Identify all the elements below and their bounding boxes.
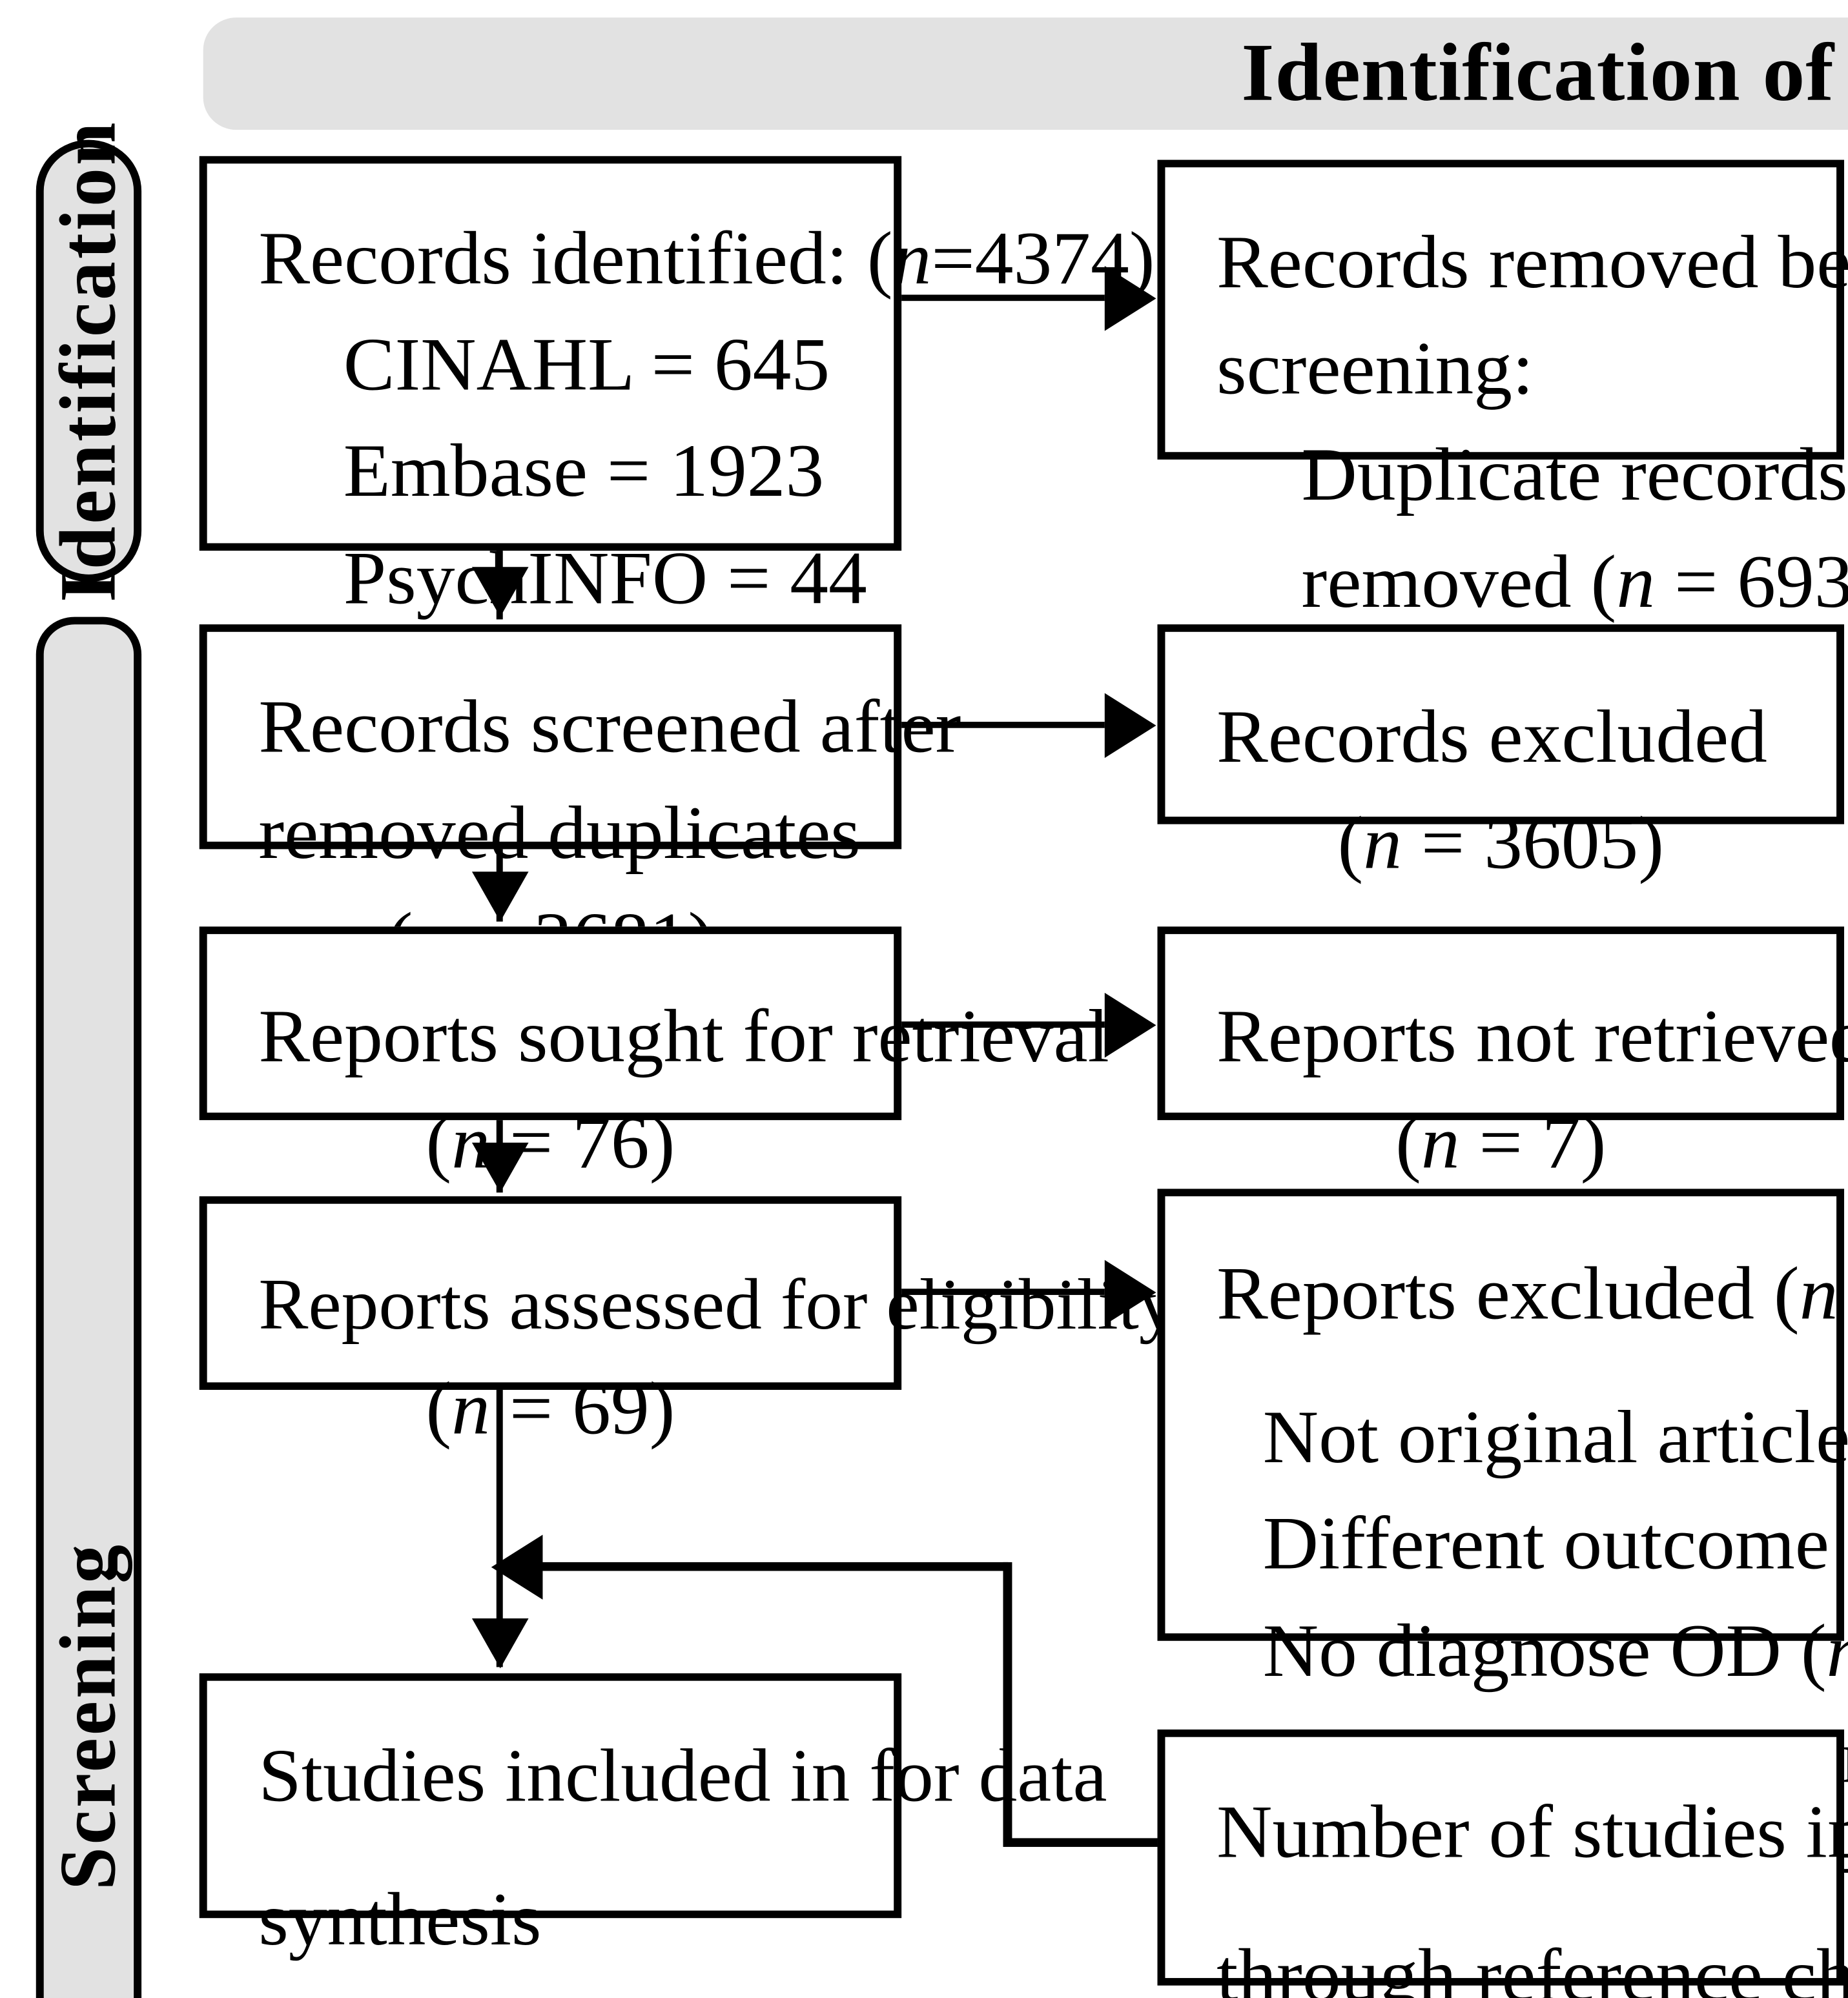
reports-excluded-heading: Reports excluded (n = 61):	[1217, 1252, 1838, 1335]
node-records-excluded: Records excluded (n = 3605)	[1157, 624, 1845, 884]
records-removed-line: Records removed before	[1217, 221, 1848, 304]
node-records-removed-before-screening: Records removed before screening: Duplic…	[1157, 159, 1848, 622]
reports-excluded-reason: Different outcome (n = 23)	[1262, 1502, 1848, 1585]
connector-assessed-to-included	[496, 1389, 503, 1667]
reports-assessed-line: Reports assessed for eligibility	[258, 1263, 1176, 1345]
node-records-screened: Records screened after removed duplicate…	[199, 624, 961, 981]
records-removed-count: removed (n = 693)	[1301, 540, 1848, 623]
arrow-screened-to-sought	[471, 872, 529, 922]
records-identified-source: PsychINFO = 44	[343, 536, 867, 619]
arrow-screened-to-excluded	[1104, 693, 1156, 759]
records-identified-heading: Records identified: (n=4374)	[258, 217, 1155, 300]
node-reports-excluded-detail: Reports excluded (n = 61): Not original …	[1157, 1188, 1848, 1904]
arrow-sought-to-assessed	[471, 1142, 529, 1193]
records-screened-line: removed duplicates	[258, 791, 861, 875]
node-reports-assessed-for-eligibility: Reports assessed for eligibility (n = 69…	[199, 1196, 1176, 1451]
phase-tab-identification: Identification	[36, 119, 142, 602]
connector-refcheck-horizontal-lower	[1003, 1838, 1160, 1847]
reports-sought-count: (n = 76)	[426, 1101, 675, 1185]
reports-excluded-reason: Not original article (n = 17)	[1262, 1396, 1848, 1479]
records-excluded-line: Records excluded	[1217, 695, 1767, 779]
connector-assessed-to-excluded	[901, 1289, 1105, 1295]
arrow-identified-to-removed	[1104, 266, 1156, 331]
studies-included-line: Studies included in for data	[258, 1734, 1107, 1817]
phase-tab-screening: Screening	[36, 617, 142, 1998]
connector-refcheck-vertical	[1003, 1562, 1012, 1844]
studies-included-line: synthesis	[258, 1878, 542, 1961]
connector-refcheck-horizontal-upper	[540, 1562, 1009, 1571]
reports-sought-line: Reports sought for retrieval	[258, 995, 1109, 1078]
node-reports-sought-for-retrieval: Reports sought for retrieval (n = 76)	[199, 926, 1109, 1184]
records-identified-source: CINAHL = 645	[343, 323, 830, 407]
banner-identification-via-databases: Identification of studies via databases	[203, 17, 1848, 130]
reference-check-line: through reference check:	[1217, 1934, 1848, 1998]
arrow-assessed-to-included	[471, 1618, 529, 1669]
connector-identified-to-removed	[901, 294, 1105, 301]
arrow-identified-to-screened	[471, 567, 529, 617]
reports-excluded-reason: No diagnose OD (n = 11)	[1262, 1609, 1848, 1692]
banner-title: Identification of studies via databases	[1241, 27, 1848, 119]
records-removed-line: Duplicate records	[1301, 433, 1848, 516]
reports-not-retrieved-count: (n = 7)	[1395, 1101, 1607, 1185]
records-excluded-count: (n = 3605)	[1337, 802, 1665, 884]
node-studies-included-for-synthesis: Studies included in for data synthesis (…	[199, 1673, 1107, 1961]
connector-screened-to-excluded	[901, 722, 1105, 728]
arrow-assessed-to-excluded	[1104, 1259, 1156, 1325]
reports-not-retrieved-line: Reports not retrieved	[1217, 995, 1848, 1078]
node-reports-not-retrieved: Reports not retrieved (n = 7)	[1157, 926, 1848, 1184]
reports-assessed-count: (n = 69)	[426, 1367, 675, 1451]
records-identified-source: Embase = 1923	[343, 430, 825, 513]
arrow-sought-to-not-retrieved	[1104, 992, 1156, 1058]
records-removed-line: screening:	[1217, 327, 1534, 410]
records-screened-line: Records screened after	[258, 685, 961, 768]
phase-label-screening: Screening	[45, 1542, 133, 1890]
phase-label-identification: Identification	[45, 119, 133, 602]
connector-sought-to-not-retrieved	[901, 1021, 1105, 1028]
reference-check-line: Number of studies included	[1217, 1790, 1848, 1873]
node-records-identified: Records identified: (n=4374) CINAHL = 64…	[199, 156, 1155, 725]
arrow-refcheck-to-included	[491, 1534, 543, 1600]
node-studies-included-reference-check: Number of studies included through refer…	[1157, 1729, 1848, 1998]
